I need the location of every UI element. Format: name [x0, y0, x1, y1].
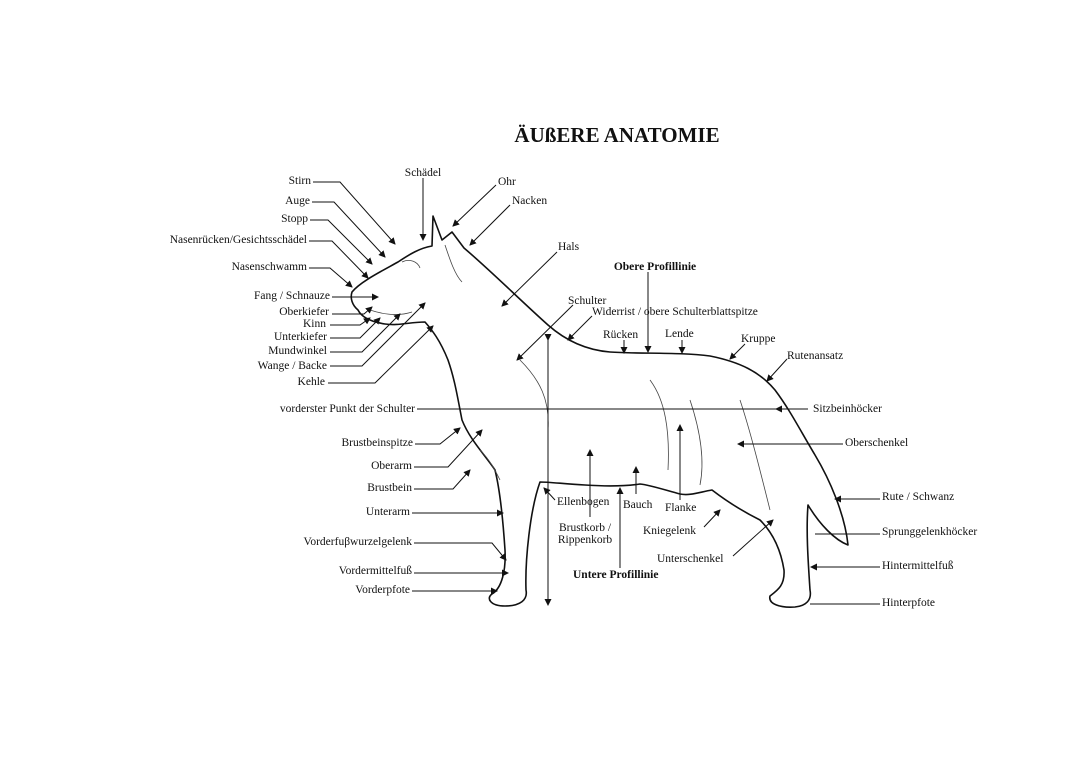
- label-unterkiefer: Unterkiefer: [274, 331, 327, 343]
- label-nasenruecken: Nasenrücken/Gesichtsschädel: [170, 234, 307, 246]
- label-bauch: Bauch: [623, 499, 653, 511]
- label-hals: Hals: [558, 241, 580, 253]
- label-oberarm: Oberarm: [371, 460, 412, 472]
- label-vorderster-punkt: vorderster Punkt der Schulter: [280, 403, 415, 415]
- label-sitzbeinhoecker: Sitzbeinhöcker: [813, 403, 882, 415]
- dog-illustration: [350, 215, 849, 608]
- label-mundwinkel: Mundwinkel: [268, 345, 327, 357]
- label-ellenbogen: Ellenbogen: [557, 496, 610, 508]
- label-obere-profillinie: Obere Profillinie: [614, 261, 696, 273]
- label-kehle: Kehle: [298, 376, 325, 388]
- reference-lines: [417, 272, 808, 606]
- label-wange: Wange / Backe: [258, 360, 327, 372]
- label-sprunggelenkhoecker: Sprunggelenkhöcker: [882, 526, 977, 538]
- label-ohr: Ohr: [498, 176, 516, 188]
- label-unterschenkel: Unterschenkel: [657, 553, 723, 565]
- label-rippenkorb: Rippenkorb: [558, 534, 613, 546]
- label-oberkiefer: Oberkiefer: [279, 306, 329, 318]
- label-vordermittelfuss: Vordermittelfuß: [339, 565, 412, 577]
- label-unterarm: Unterarm: [366, 506, 410, 518]
- label-stopp: Stopp: [281, 213, 308, 225]
- label-hintermittelfuss: Hintermittelfuß: [882, 560, 954, 572]
- label-kinn: Kinn: [303, 318, 326, 330]
- label-nacken: Nacken: [512, 195, 547, 207]
- label-brustbeinspitze: Brustbeinspitze: [341, 437, 413, 449]
- label-lende: Lende: [665, 328, 694, 340]
- label-rute: Rute / Schwanz: [882, 491, 954, 503]
- label-schulter: Schulter: [568, 295, 606, 307]
- label-ruecken: Rücken: [603, 329, 638, 341]
- label-vorderfusswurzelgelenk: Vorderfuβwurzelgelenk: [304, 536, 413, 548]
- label-stirn: Stirn: [289, 175, 312, 187]
- label-flanke: Flanke: [665, 502, 696, 514]
- label-rutenansatz: Rutenansatz: [787, 350, 843, 362]
- label-untere-profillinie: Untere Profillinie: [573, 569, 659, 581]
- label-kniegelenk: Kniegelenk: [643, 525, 696, 537]
- leader-lines: [309, 178, 880, 605]
- label-nasenschwamm: Nasenschwamm: [232, 261, 307, 273]
- labels: Stirn Auge Stopp Nasenrücken/Gesichtssch…: [170, 167, 978, 609]
- label-brustkorb: Brustkorb /: [559, 522, 612, 534]
- label-widerrist: Widerrist / obere Schulterblattspitze: [592, 306, 758, 318]
- page-title: ÄUßERE ANATOMIE: [514, 123, 719, 147]
- label-fang: Fang / Schnauze: [254, 290, 330, 302]
- label-schaedel: Schädel: [405, 167, 441, 179]
- label-vorderpfote: Vorderpfote: [355, 584, 410, 596]
- label-auge: Auge: [285, 195, 310, 207]
- label-oberschenkel: Oberschenkel: [845, 437, 908, 449]
- label-hinterpfote: Hinterpfote: [882, 597, 935, 609]
- label-kruppe: Kruppe: [741, 333, 776, 345]
- label-brustbein: Brustbein: [367, 482, 412, 494]
